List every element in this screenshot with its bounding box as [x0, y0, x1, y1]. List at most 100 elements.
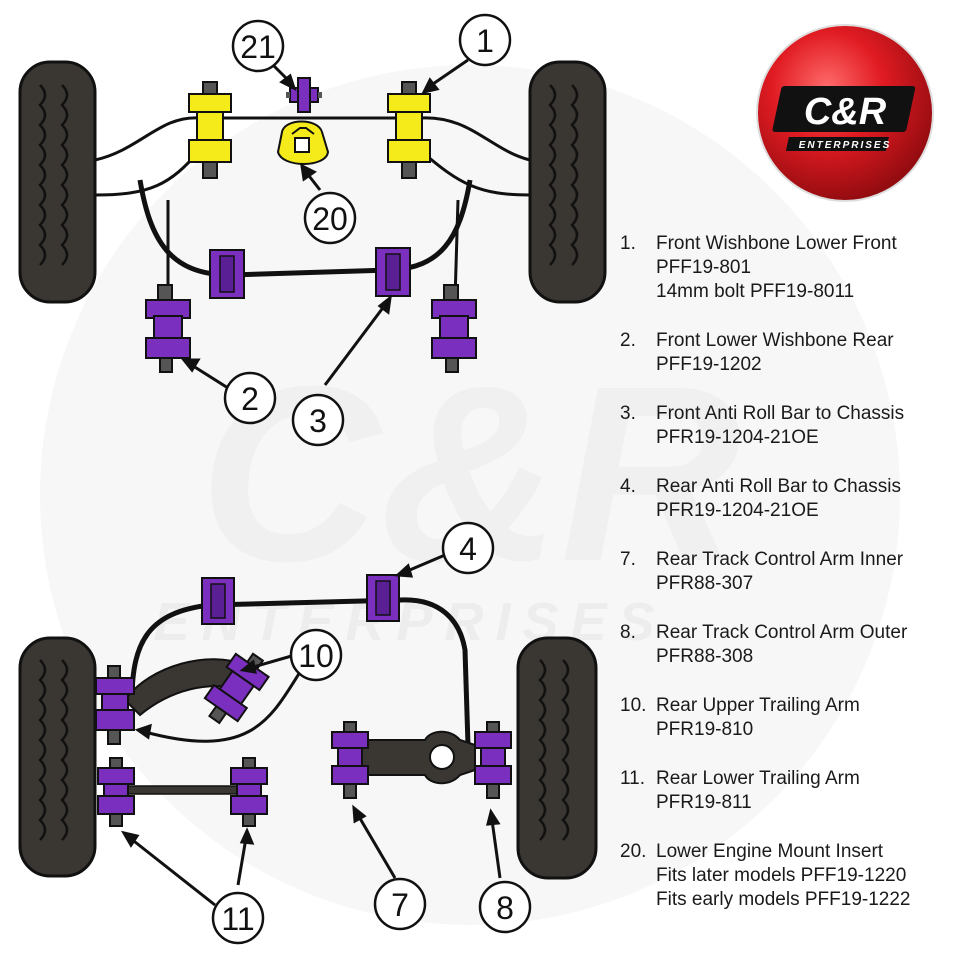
engine-mount-insert-20 — [276, 120, 330, 165]
callout-circle — [441, 521, 495, 575]
front-assembly — [18, 60, 607, 373]
legend-line: PFF19-1202 — [656, 354, 762, 375]
legend-number: 10. — [620, 695, 647, 716]
legend-line: Front Anti Roll Bar to Chassis — [656, 403, 905, 424]
callout-label: 20 — [312, 201, 348, 237]
logo-sub-text: ENTERPRISES — [799, 140, 892, 151]
bush-11-right — [230, 757, 268, 827]
legend-line: PFR88-307 — [656, 573, 754, 594]
bush-2-right — [431, 284, 477, 373]
front-left-wheel — [18, 60, 97, 304]
legend-line: Fits early models PFF19-1222 — [656, 889, 911, 910]
bush-11-left — [97, 757, 135, 827]
legend-line: Front Wishbone Lower Front — [656, 233, 897, 254]
rear-left-wheel — [18, 636, 97, 878]
legend-line: PFR88-308 — [656, 646, 754, 667]
legend-line: PFR19-1204-21OE — [656, 427, 819, 448]
bush-2-left — [145, 284, 191, 373]
callout-label: 21 — [240, 29, 276, 65]
callout-label: 3 — [309, 403, 327, 439]
callout-circle — [289, 628, 343, 682]
legend-number: 2. — [620, 330, 636, 351]
bush-8 — [474, 721, 512, 799]
callout-label: 7 — [391, 887, 409, 923]
brand-logo: C&R ENTERPRISES — [756, 24, 934, 202]
legend-line: PFR19-810 — [656, 719, 754, 740]
callout-label: 8 — [496, 890, 514, 926]
legend-number: 7. — [620, 549, 636, 570]
legend-line: Front Lower Wishbone Rear — [656, 330, 894, 351]
callout-circle — [223, 371, 277, 425]
callout-label: 10 — [298, 638, 334, 674]
legend-line: PFR19-1204-21OE — [656, 500, 819, 521]
legend-line: Rear Track Control Arm Outer — [656, 622, 908, 643]
callout-label: 2 — [241, 381, 259, 417]
callout-2: 2 — [223, 371, 277, 425]
bush-4-right — [366, 574, 400, 622]
legend-number: 4. — [620, 476, 636, 497]
front-wishbone-frame — [94, 116, 531, 301]
legend-number: 3. — [620, 403, 636, 424]
legend-number: 8. — [620, 622, 636, 643]
callout-circle — [373, 877, 427, 931]
callout-circle — [291, 393, 345, 447]
callout-label: 4 — [459, 531, 477, 567]
legend-line: Rear Upper Trailing Arm — [656, 695, 860, 716]
callout-7: 7 — [373, 877, 427, 931]
callout-label: 11 — [221, 901, 254, 937]
callout-3: 3 — [291, 393, 345, 447]
rear-assembly — [18, 574, 598, 880]
callout-4: 4 — [441, 521, 495, 575]
rear-right-wheel — [516, 636, 598, 880]
leader-lines — [120, 58, 502, 907]
logo-text: C&R — [804, 91, 887, 133]
callout-circle — [458, 13, 512, 67]
front-right-wheel — [528, 60, 607, 304]
legend-number: 20. — [620, 841, 647, 862]
callout-8: 8 — [478, 880, 532, 934]
legend-line: PFF19-801 — [656, 257, 752, 278]
legend-number: 1. — [620, 233, 636, 254]
rear-track-control-arm — [359, 730, 476, 785]
legend-line: Rear Lower Trailing Arm — [656, 768, 860, 789]
legend-number: 11. — [620, 768, 646, 789]
bush-3-left — [209, 249, 245, 299]
callout-circle — [478, 880, 532, 934]
callout-10: 10 — [289, 628, 343, 682]
legend-line: Lower Engine Mount Insert — [656, 841, 884, 862]
rear-lower-trailing-arm — [119, 785, 251, 795]
callout-label: 1 — [476, 23, 494, 59]
bush-10-inner — [95, 665, 135, 745]
callouts: 21 1 20 2 3 4 10 11 7 8 — [211, 13, 532, 945]
legend-line: Fits later models PFF19-1220 — [656, 865, 907, 886]
bush-3-right — [375, 247, 411, 297]
callout-circle — [211, 891, 265, 945]
callout-11: 11 — [211, 891, 265, 945]
bush-21 — [286, 77, 322, 113]
callout-1: 1 — [458, 13, 512, 67]
legend-line: Rear Anti Roll Bar to Chassis — [656, 476, 901, 497]
watermark: C&R ENTERPRISES — [40, 65, 900, 925]
legend-line: PFR19-811 — [656, 792, 752, 813]
legend-line: Rear Track Control Arm Inner — [656, 549, 904, 570]
